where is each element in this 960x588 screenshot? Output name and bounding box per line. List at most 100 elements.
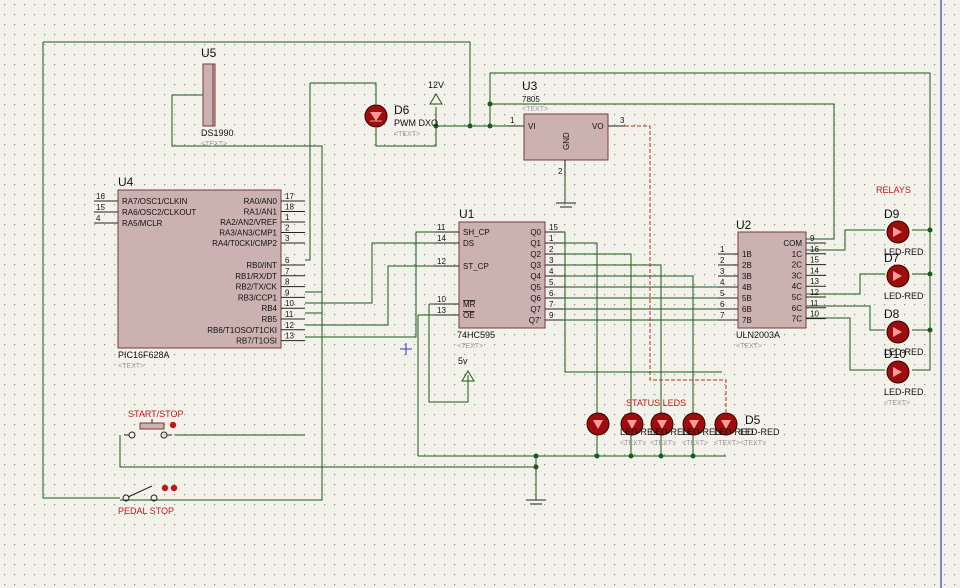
u2-pin-name: 1C — [792, 250, 802, 259]
status-led[interactable]: LED-RED<TEXT> — [682, 412, 722, 447]
power-12v: 12V — [428, 80, 444, 105]
u4-pin-name: RA7/OSC1/CLKIN — [122, 197, 188, 206]
u4-pin-name: RA5/MCLR — [122, 219, 163, 228]
status-leds-label: STATUS LEDS — [626, 398, 686, 408]
u2-pin-name: 7C — [792, 315, 802, 324]
u1-pin-number: 15 — [549, 223, 558, 232]
u4-pin-number: 17 — [285, 192, 294, 201]
status-leds[interactable]: LED-RED<TEXT>LED-RED<TEXT>LED-RED<TEXT>L… — [586, 412, 754, 447]
u2-ref: U2 — [736, 218, 752, 232]
relay-led-part: LED-RED — [884, 387, 924, 397]
status-led[interactable] — [586, 412, 610, 436]
start-stop-label: START/STOP — [128, 409, 184, 419]
u1-pin-number: 5 — [549, 278, 554, 287]
start-stop-switch[interactable]: START/STOP — [124, 409, 184, 439]
u4-part: PIC16F628A — [118, 350, 170, 360]
u4-pin-number: 9 — [285, 288, 290, 297]
u1-pin-number: 3 — [549, 256, 554, 265]
u1-text: <TEXT> — [457, 343, 483, 350]
u2-pin-name: 6B — [742, 305, 752, 314]
d6-part: PWM DXO — [394, 118, 438, 128]
u4-pic16f628a[interactable]: U4 PIC16F628A <TEXT> 16RA7/OSC1/CLKIN15R… — [94, 175, 305, 370]
u5-part: DS1990 — [201, 128, 234, 138]
u1-pin-number: 6 — [549, 289, 554, 298]
diode-icon — [893, 227, 902, 237]
diode-icon — [893, 327, 902, 337]
d6-text: <TEXT> — [394, 131, 420, 138]
u2-pin-name: 2B — [742, 261, 752, 270]
relay-leds[interactable]: D9LED-REDD7LED-REDD8LED-REDD10LED-RED<TE… — [884, 207, 924, 407]
u1-pin-number: 12 — [437, 257, 446, 266]
u2-pin-number: 9 — [810, 234, 815, 243]
diode-icon — [721, 420, 731, 429]
u3-ref: U3 — [522, 79, 538, 93]
u1-74hc595[interactable]: U1 74HC595 <TEXT> 11SH_CP14DS12ST_CP10MR… — [435, 207, 563, 350]
junction-dots — [433, 101, 933, 470]
status-led[interactable]: LED-RED<TEXT> — [650, 412, 690, 447]
d5-text: <TEXT> — [740, 440, 766, 447]
ground-symbol — [556, 202, 576, 208]
u2-pin-name: 5B — [742, 294, 752, 303]
status-led[interactable]: LED-RED<TEXT> — [714, 412, 754, 447]
u4-pin-name: RB1/RX/DT — [235, 272, 277, 281]
u3-pin-vi: VI — [528, 122, 536, 131]
u2-pin-number: 5 — [720, 289, 725, 298]
d5-part: LED-RED — [740, 427, 780, 437]
diode-icon — [893, 367, 902, 377]
u5-ds1990[interactable]: U5 DS1990 <TEXT> — [201, 46, 234, 148]
u4-pin-number: 16 — [96, 192, 105, 201]
u4-pin-number: 2 — [285, 224, 290, 233]
status-led[interactable]: LED-RED<TEXT> — [620, 412, 660, 447]
diode-icon — [593, 420, 603, 429]
u1-pin-name: Q4 — [530, 272, 541, 281]
u3-pin3-num: 3 — [620, 116, 625, 125]
u2-pin-number: 7 — [720, 311, 725, 320]
u1-pin-name: DS — [463, 239, 474, 248]
u1-pin-number: 9 — [549, 311, 554, 320]
relays-label: RELAYS — [876, 185, 911, 195]
regulator-5v-net[interactable] — [613, 125, 727, 412]
u2-pin-name: 6C — [792, 304, 802, 313]
u4-pin-name: RA0/AN0 — [244, 197, 278, 206]
status-led-part: LED-RED — [714, 427, 754, 437]
u4-pin-number: 12 — [285, 321, 294, 330]
u2-pin-name: 3B — [742, 272, 752, 281]
power-5v-label: 5v — [458, 356, 468, 366]
u1-pin-number: 2 — [549, 245, 554, 254]
u4-pin-name: RB7/T1OSI — [236, 337, 277, 346]
status-led-part: LED-RED — [620, 427, 660, 437]
u4-pin-number: 3 — [285, 234, 290, 243]
u2-pin-number: 12 — [810, 288, 819, 297]
u2-uln2003a[interactable]: U2 ULN2003A <TEXT> 11B22B33B44B55B66B77B… — [718, 218, 826, 350]
u1-pin-name: ST_CP — [463, 262, 489, 271]
u3-7805-regulator[interactable]: U3 7805 <TEXT> VI VO GND 1 3 2 — [508, 79, 625, 176]
u4-pin-number: 15 — [96, 203, 105, 212]
wire-net[interactable] — [42, 41, 931, 501]
d6-led[interactable]: D6 PWM DXO <TEXT> — [364, 103, 438, 138]
relay-led-ref: D7 — [884, 251, 900, 265]
u4-ref: U4 — [118, 175, 134, 189]
u4-pin-name: RA3/AN3/CMP1 — [219, 229, 277, 238]
u1-pin-number: 11 — [437, 223, 446, 232]
u1-pin-number: 1 — [549, 234, 554, 243]
power-12v-label: 12V — [428, 80, 444, 90]
ground-symbol — [526, 499, 546, 505]
d6-ref: D6 — [394, 103, 410, 117]
pedal-stop-switch[interactable]: PEDAL STOP — [118, 484, 178, 516]
diode-icon — [689, 420, 699, 429]
u5-ref: U5 — [201, 46, 217, 60]
u2-pin-number: 14 — [810, 266, 819, 275]
relay-led-part: LED-RED — [884, 347, 924, 357]
u1-ref: U1 — [459, 207, 475, 221]
u3-pin2-num: 2 — [558, 167, 563, 176]
u4-pin-name: RA2/AN2/VREF — [220, 218, 277, 227]
u2-pin-number: 1 — [720, 245, 725, 254]
u1-pin-name: Q2 — [530, 250, 541, 259]
